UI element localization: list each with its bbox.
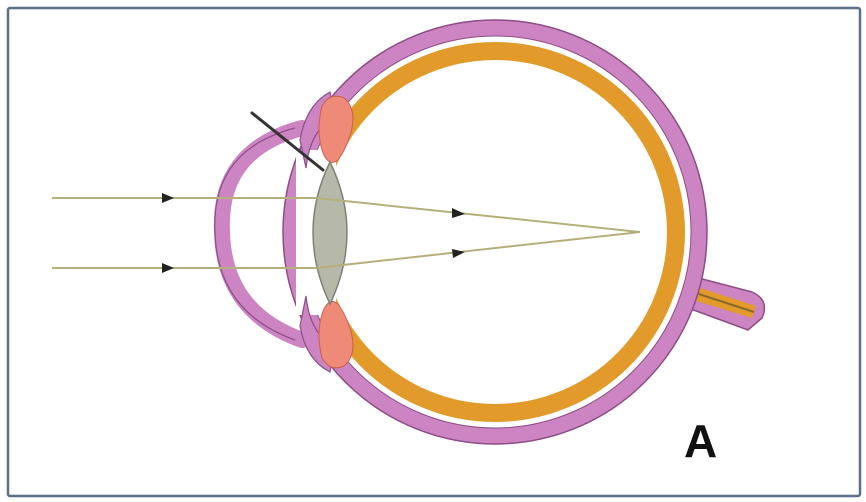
vitreous-body: [323, 60, 667, 404]
figure-label: A: [684, 418, 717, 464]
